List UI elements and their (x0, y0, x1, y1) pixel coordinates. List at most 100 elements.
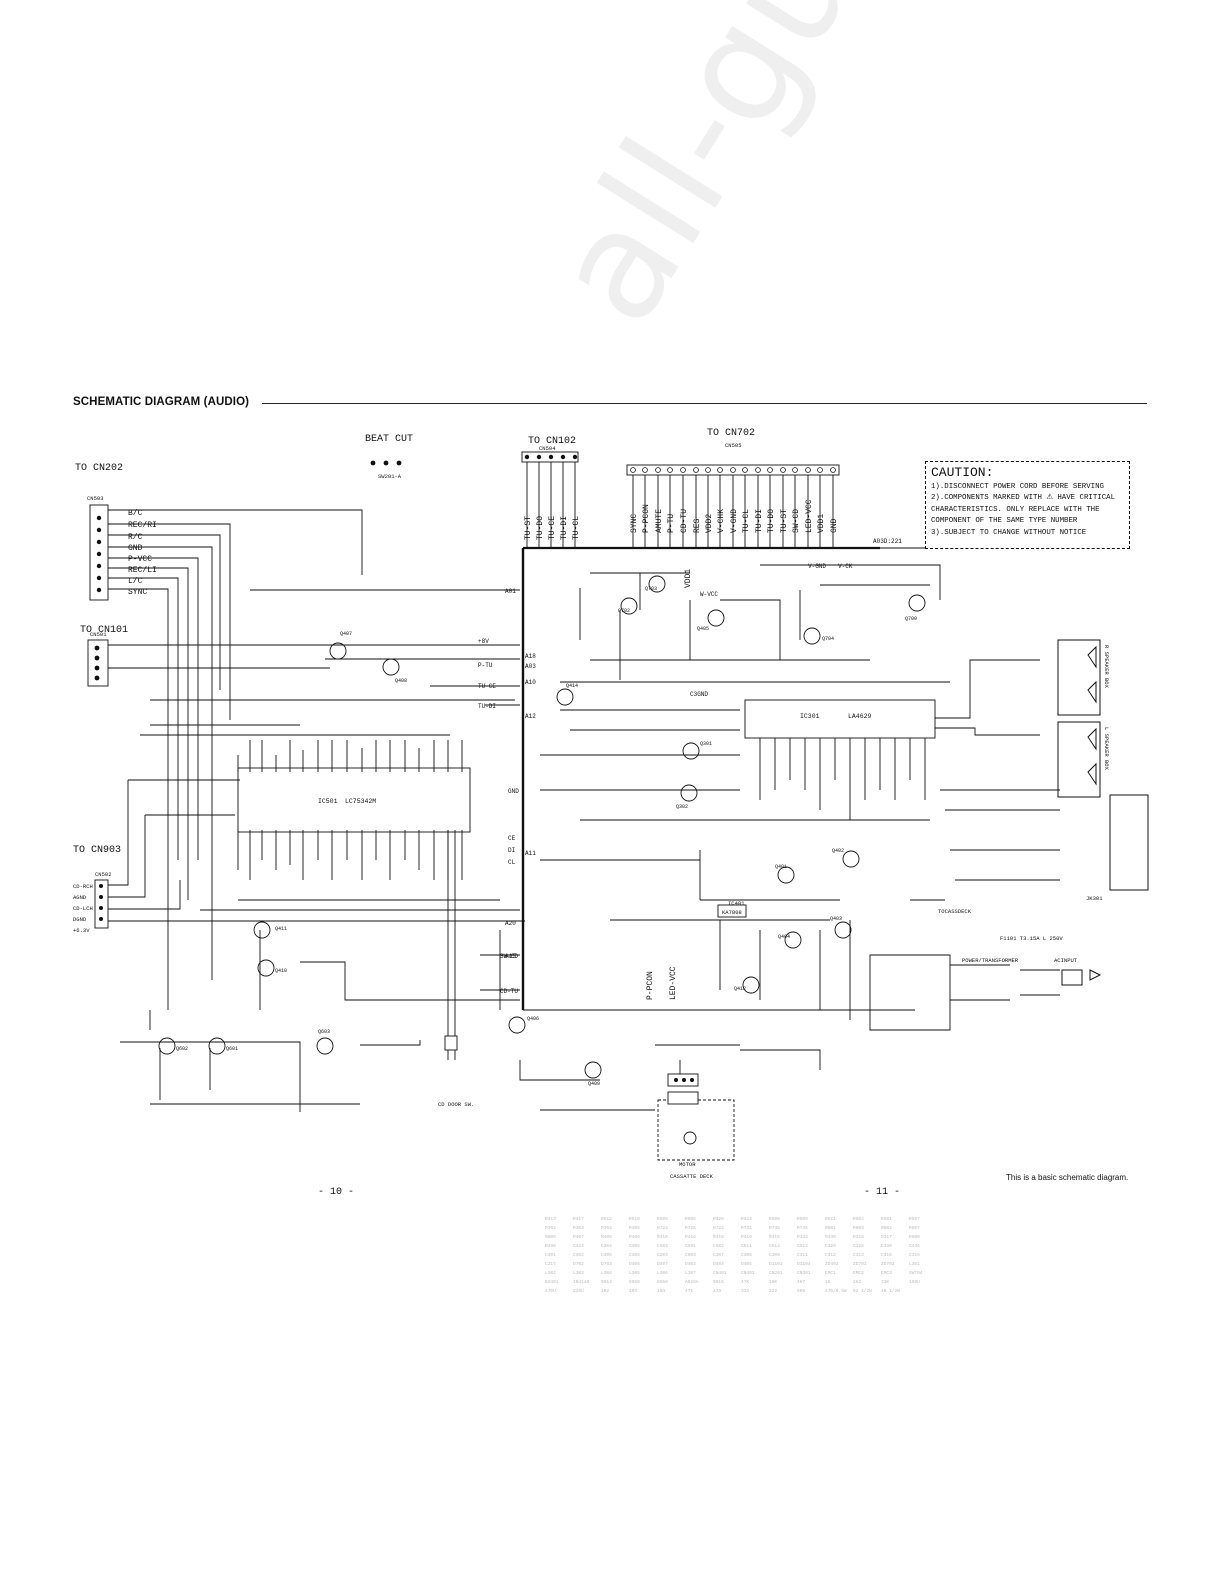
label-to-cn702: TO CN702 (707, 428, 755, 439)
net-label: CE (508, 835, 516, 842)
part-designator: L304 (601, 1270, 612, 1276)
label-cn502: CN502 (95, 871, 112, 878)
part-ref: Q402 (832, 848, 844, 854)
net-label: CD-TU (500, 988, 518, 995)
net-label: GND (508, 788, 519, 795)
part-designator: R305 (629, 1225, 640, 1231)
part-designator: R506 (685, 1216, 696, 1222)
cn505-pin: GND (830, 518, 839, 533)
part-designator: 8550 (657, 1279, 668, 1285)
part-designator: R501 (881, 1216, 892, 1222)
cn505-pin: P-PCON (642, 504, 651, 533)
cn505-pin: RES (693, 518, 702, 533)
cn505-pin: SW-CD (792, 509, 801, 533)
speaker-symbols (1057, 639, 1149, 986)
part-ref: Q408 (395, 678, 407, 684)
part-ref: Q409 (588, 1081, 600, 1087)
part-designator: CN301 (797, 1270, 811, 1276)
part-designator: R419 (741, 1234, 752, 1240)
part-designator: R736 (797, 1225, 808, 1231)
part-designator: R731 (741, 1225, 752, 1231)
part-designator: C312 (825, 1252, 836, 1258)
part-designator: BZ401 (545, 1279, 559, 1285)
part-designator: ZD402 (825, 1261, 839, 1267)
part-designator: D1104 (797, 1261, 811, 1267)
part-designator: D403 (685, 1261, 696, 1267)
part-designator: R724 (657, 1225, 668, 1231)
part-designator: C313 (853, 1252, 864, 1258)
part-ref: Q414 (566, 683, 578, 689)
label-sw201: SW201-A (378, 473, 402, 480)
part-designator: R603 (853, 1225, 864, 1231)
cn502-pin: +6.3V (73, 927, 90, 934)
cn503-pin: B/C (128, 509, 143, 518)
part-designator: L302 (545, 1270, 556, 1276)
label-jk301: JK301 (1086, 895, 1103, 902)
label-cassette-deck: CASSATTE DECK (670, 1173, 714, 1180)
transistor-symbols (158, 575, 926, 1079)
part-ref: Q406 (527, 1016, 539, 1022)
part-designator: C316 (909, 1252, 920, 1258)
label-cn504: CN504 (539, 445, 556, 452)
part-designator: D702 (573, 1261, 584, 1267)
net-label: C3GND (690, 691, 708, 698)
part-designator: R512 (601, 1216, 612, 1222)
net-label: LED-VCC (669, 966, 678, 1000)
part-designator: C311 (797, 1252, 808, 1258)
label-ic501: IC501 (318, 798, 338, 805)
cn502-pin: DGND (73, 916, 87, 923)
part-designator: R407 (573, 1234, 584, 1240)
part-designator: R722 (713, 1225, 724, 1231)
label-to-cn202: TO CN202 (75, 463, 123, 474)
part-designator: 10K (769, 1279, 777, 1285)
part-ref: Q302 (676, 804, 688, 810)
part-designator: R415 (769, 1234, 780, 1240)
connectors (87, 451, 840, 1105)
part-designator: C406 (629, 1252, 640, 1258)
part-designator: C315 (881, 1252, 892, 1258)
part-designator: EMC2 (853, 1270, 864, 1276)
part-designator: L306 (657, 1270, 668, 1276)
cn503-pin: R/C (128, 533, 143, 542)
part-designator: C305 (629, 1243, 640, 1249)
cn503-pin: REC/LI (128, 566, 157, 575)
part-designator: L307 (685, 1270, 696, 1276)
cn504-pin: TU-CL (572, 516, 581, 540)
part-designator: R726 (685, 1225, 696, 1231)
part-designator: R505 (657, 1216, 668, 1222)
net-label: VDD1 (684, 569, 693, 588)
part-designator: R417 (573, 1216, 584, 1222)
net-label: +8V (478, 638, 489, 645)
net-label: W-VCC (700, 591, 718, 598)
cn503-pin: REC/RI (128, 521, 157, 530)
cn504-pin: TU-ST (524, 516, 533, 540)
part-ref: Q301 (700, 741, 712, 747)
part-designator: ZD701 (853, 1261, 867, 1267)
schematic-labels: TO CN202 TO CN101 TO CN903 TO CN102 TO C… (73, 428, 1110, 1180)
part-designator: 473 (713, 1288, 721, 1294)
caution-line: 2).COMPONENTS MARKED WITH ⚠ HAVE CRITICA… (931, 494, 1116, 503)
net-label: A11 (525, 850, 536, 857)
part-designator: CN401 (713, 1270, 727, 1276)
part-ref: Q412 (734, 986, 746, 992)
caution-line: 3).SUBJECT TO CHANGE WITHOUT NOTICE (931, 528, 1087, 537)
label-fuse: F1101 T3.15A L 250V (1000, 935, 1063, 942)
part-designator: C501 (685, 1243, 696, 1249)
cn505-pin: TU-DI (755, 509, 764, 533)
part-designator: 9014 (601, 1279, 612, 1285)
part-designator: R500 (909, 1234, 920, 1240)
net-label: P-PCON (646, 971, 655, 1000)
part-designator: C329 (825, 1243, 836, 1249)
net-label: A18 (525, 653, 536, 660)
net-label: V-GND (808, 563, 826, 570)
part-designator: D703 (601, 1261, 612, 1267)
part-designator: 47K (741, 1279, 749, 1285)
caution-line: COMPONENT OF THE SAME TYPE NUMBER (931, 517, 1078, 526)
label-ic301-type: LA4629 (848, 713, 872, 720)
part-designator: D405 (741, 1261, 752, 1267)
part-designator: 102 (601, 1288, 609, 1294)
part-designator: 9015 (713, 1279, 724, 1285)
part-designator: 104 (657, 1288, 665, 1294)
part-designator: C309 (769, 1252, 780, 1258)
net-label: SW-CD (500, 953, 518, 960)
